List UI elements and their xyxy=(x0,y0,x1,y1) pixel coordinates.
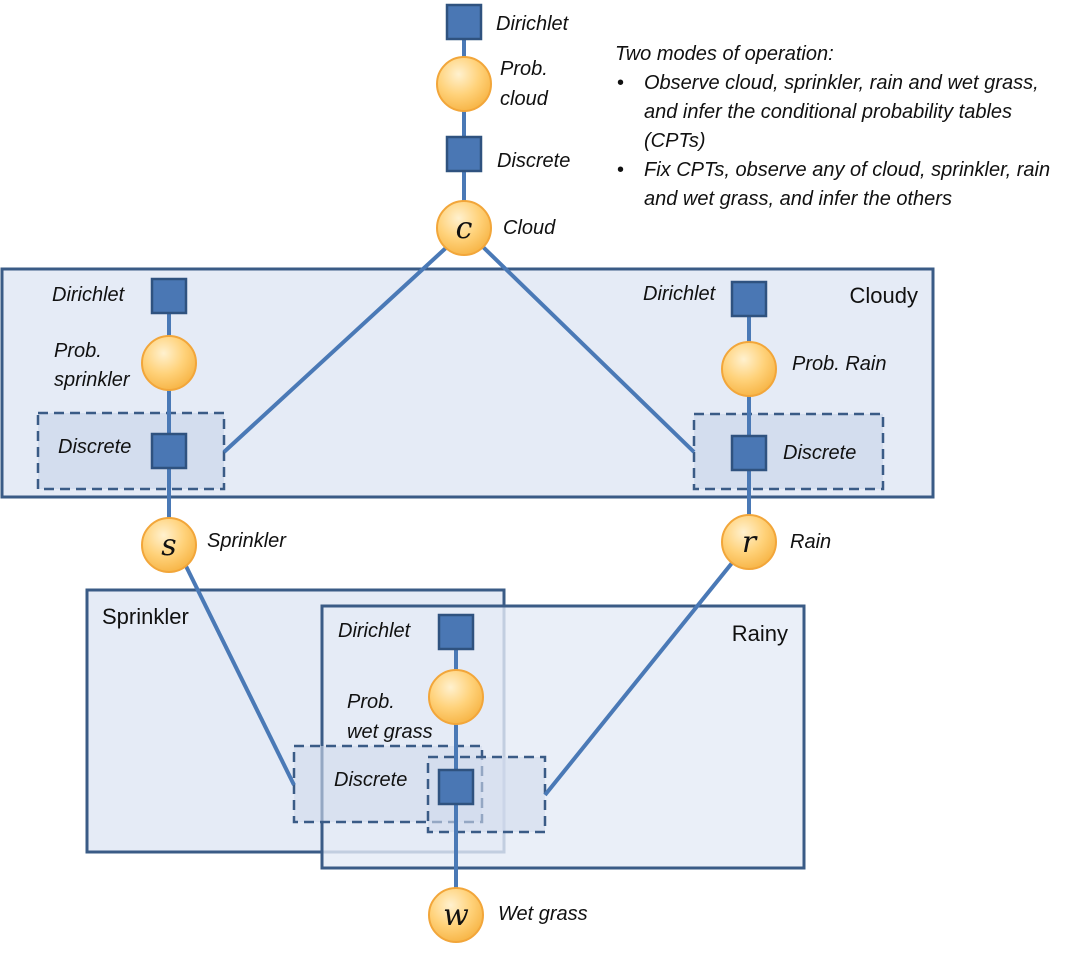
discrete-label-sprinkler: Discrete xyxy=(58,436,131,458)
dirichlet-label-sprinkler: Dirichlet xyxy=(52,284,126,306)
plate-sprinkler-label: Sprinkler xyxy=(102,604,189,629)
factors xyxy=(150,3,768,806)
prob-sprinkler-label-line2: sprinkler xyxy=(54,369,131,391)
prob-wetgrass-label-line1: Prob. xyxy=(347,691,395,713)
rain-node[interactable] xyxy=(721,514,777,570)
dirichlet-factor-sprinkler[interactable] xyxy=(150,277,188,315)
edge xyxy=(180,557,296,786)
prob-cloud-label-line1: Prob. xyxy=(500,58,548,80)
plate-rainy-label: Rainy xyxy=(732,621,788,646)
prob-rain-label: Prob. Rain xyxy=(792,353,887,375)
variable-nodes xyxy=(141,56,777,943)
discrete-factor-wetgrass[interactable] xyxy=(437,768,475,806)
discrete-factor-sprinkler[interactable] xyxy=(150,432,188,470)
notes-title: Two modes of operation: xyxy=(615,43,834,65)
plate-cloudy-label: Cloudy xyxy=(850,283,918,308)
prob-sprinkler-node[interactable] xyxy=(141,335,197,391)
notes-bullet-1: Observe cloud, sprinkler, rain and wet g… xyxy=(615,69,1065,156)
plate-rainy xyxy=(320,604,806,870)
notes-bullet-2: Fix CPTs, observe any of cloud, sprinkle… xyxy=(615,156,1065,214)
dirichlet-label-wetgrass: Dirichlet xyxy=(338,620,412,642)
wetgrass-symbol: w xyxy=(443,898,469,933)
wetgrass-node[interactable] xyxy=(428,887,484,943)
dirichlet-label-cloud: Dirichlet xyxy=(496,13,570,35)
cloud-label: Cloud xyxy=(503,217,556,239)
rain-label: Rain xyxy=(790,531,831,553)
dirichlet-factor-cloud[interactable] xyxy=(445,3,483,41)
prob-cloud-label-line2: cloud xyxy=(500,88,549,110)
cloud-node[interactable] xyxy=(436,200,492,256)
operation-notes: Two modes of operation: Observe cloud, s… xyxy=(615,40,1065,214)
discrete-label-cloud: Discrete xyxy=(497,150,570,172)
sprinkler-symbol: s xyxy=(161,528,176,563)
edge xyxy=(543,556,738,797)
edge xyxy=(222,244,450,454)
gate-rain-cloud xyxy=(692,412,885,491)
discrete-factor-rain[interactable] xyxy=(730,434,768,472)
prob-cloud-node[interactable] xyxy=(436,56,492,112)
cloud-symbol: c xyxy=(456,211,473,246)
discrete-label-wetgrass: Discrete xyxy=(334,769,407,791)
rain-symbol: r xyxy=(742,525,758,560)
edge xyxy=(480,244,696,454)
wetgrass-label: Wet grass xyxy=(498,903,588,925)
dirichlet-label-rain: Dirichlet xyxy=(643,283,717,305)
dirichlet-factor-rain[interactable] xyxy=(730,280,768,318)
prob-wetgrass-label-line2: wet grass xyxy=(347,721,433,743)
sprinkler-label: Sprinkler xyxy=(207,530,287,552)
notes-list: Observe cloud, sprinkler, rain and wet g… xyxy=(615,69,1065,214)
prob-rain-node[interactable] xyxy=(721,341,777,397)
discrete-factor-cloud[interactable] xyxy=(445,135,483,173)
prob-sprinkler-label-line1: Prob. xyxy=(54,340,102,362)
discrete-label-rain: Discrete xyxy=(783,442,856,464)
dirichlet-factor-wetgrass[interactable] xyxy=(437,613,475,651)
prob-wetgrass-node[interactable] xyxy=(428,669,484,725)
sprinkler-node[interactable] xyxy=(141,517,197,573)
